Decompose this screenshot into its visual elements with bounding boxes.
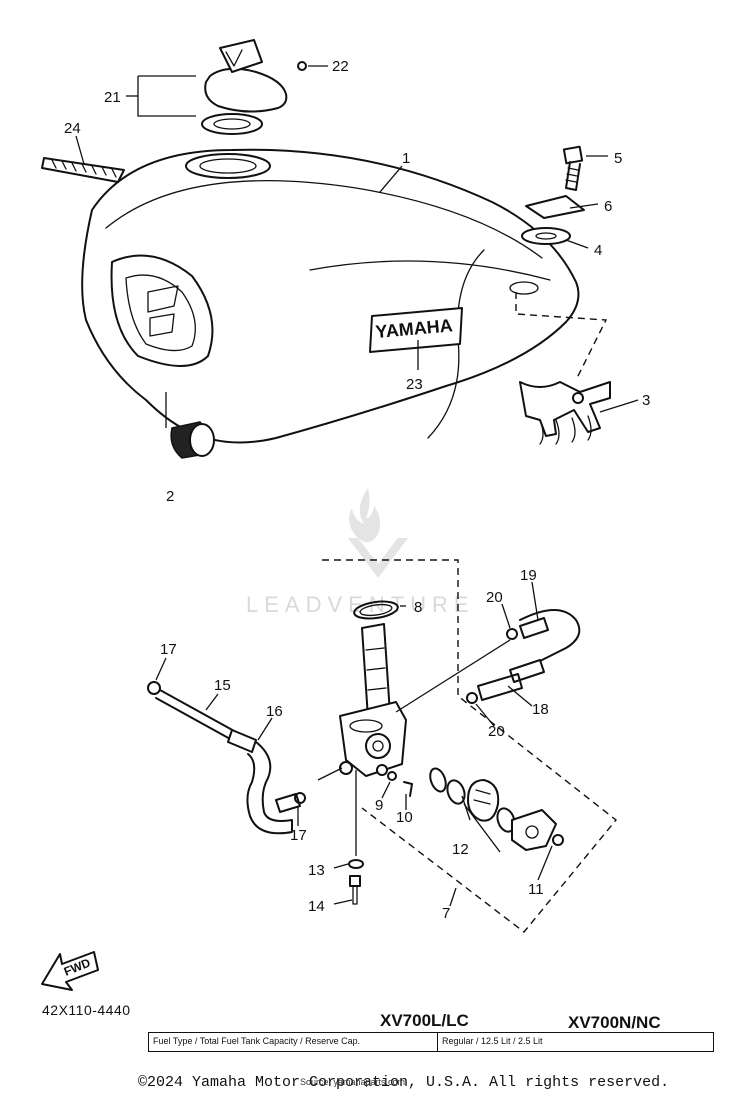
copyright-notice: ©2024 Yamaha Motor Corporation, U.S.A. A… [138,1074,670,1091]
part-labels: 1 2 3 4 5 6 7 8 9 10 11 12 13 14 15 16 1… [64,58,650,922]
label-20-top: 20 [486,589,503,606]
yamaha-emblem: YAMAHA [369,307,463,353]
mount-washer [525,195,585,219]
leader-lines-lower [155,581,553,907]
fuel-tank-body [81,148,580,444]
label-23: 23 [406,376,423,393]
diagram-code: 42X110-4440 [42,1002,131,1018]
label-1: 1 [402,150,410,167]
label-22: 22 [332,58,349,75]
fuel-spec-value: Regular / 12.5 Lit / 2.5 Lit [442,1036,543,1046]
mount-damper [521,227,571,245]
cock-dashed-group [322,559,617,933]
fuel-spec-table: Fuel Type / Total Fuel Tank Capacity / R… [148,1032,714,1052]
label-15: 15 [214,677,231,694]
fuel-cap-assembly [201,39,288,135]
label-24: 24 [64,120,81,137]
label-2: 2 [166,488,174,505]
mount-bolt [562,145,584,191]
fuel-hose [147,681,306,835]
fuel-cock [339,623,407,856]
source-note: Source: yamahaparts.com [300,1077,406,1087]
label-7: 7 [442,905,450,922]
label-4: 4 [594,242,602,259]
connection-lines [317,639,511,853]
label-9: 9 [375,797,383,814]
leader-lines-upper [75,75,639,413]
label-18: 18 [532,701,549,718]
cap-screw [297,61,328,71]
label-19: 19 [520,567,537,584]
label-3: 3 [642,392,650,409]
cock-screw [333,859,364,905]
guide-tank-to-bracket [515,292,608,381]
watermark-text: LEADVENTURE [246,592,475,617]
small-screws [387,771,564,846]
vacuum-hose [466,609,581,704]
label-10: 10 [396,809,413,826]
label-11: 11 [528,881,544,898]
model-name-right: XV700N/NC [568,1013,661,1032]
label-5: 5 [614,150,622,167]
label-20-bottom: 20 [488,723,505,740]
lever-assembly [429,767,557,851]
label-14: 14 [308,898,325,915]
label-21: 21 [104,89,121,106]
label-8: 8 [414,599,422,616]
fuel-spec-label: Fuel Type / Total Fuel Tank Capacity / R… [149,1033,438,1051]
model-name-left: XV700L/LC [380,1011,469,1030]
label-17-bottom: 17 [290,827,307,844]
label-17-top: 17 [160,641,177,658]
forward-arrow: FWD [41,951,99,991]
mount-bracket [519,381,611,445]
strainer-o-ring [353,600,406,620]
rubber-strip [41,157,125,183]
tank-cap-grommet [165,392,215,459]
label-16: 16 [266,703,283,720]
label-13: 13 [308,862,325,879]
label-12: 12 [452,841,469,858]
label-6: 6 [604,198,612,215]
watermark-logo: LEADVENTURE [246,488,475,617]
